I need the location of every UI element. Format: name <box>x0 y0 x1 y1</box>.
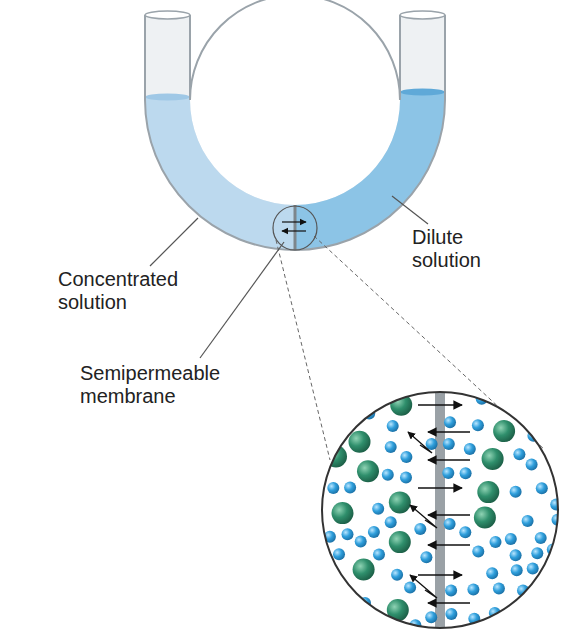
bounce-arrow <box>410 575 437 598</box>
water-molecule <box>536 482 548 494</box>
water-molecule <box>342 528 354 540</box>
water-molecule <box>414 523 426 535</box>
solute-molecule <box>389 531 411 553</box>
water-molecule <box>445 584 457 596</box>
water-molecule <box>550 499 562 511</box>
zoom-line <box>276 240 330 460</box>
tube-wall <box>190 0 400 100</box>
water-molecule <box>472 546 484 558</box>
water-molecule <box>444 518 456 530</box>
water-molecule <box>531 547 543 559</box>
water-molecule <box>472 419 484 431</box>
water-molecule <box>404 582 416 594</box>
water-molecule <box>426 438 438 450</box>
solute-molecule <box>474 507 496 529</box>
meniscus <box>145 94 190 101</box>
water-molecule <box>493 583 505 595</box>
water-molecule <box>445 608 457 620</box>
water-molecule <box>527 563 539 575</box>
water-molecule <box>333 548 345 560</box>
water-molecule <box>510 549 522 561</box>
molecules <box>324 380 564 639</box>
solute-molecule <box>493 420 515 442</box>
flow-arrow <box>418 404 462 406</box>
leader-line <box>150 218 198 266</box>
water-molecule <box>490 536 502 548</box>
solute-molecule <box>353 559 375 581</box>
water-molecule <box>400 472 412 484</box>
magnified-border <box>322 392 558 628</box>
bounce-arrow <box>410 505 437 528</box>
water-molecule <box>355 536 367 548</box>
solute-molecule <box>477 481 499 503</box>
meniscus <box>400 89 445 96</box>
water-molecule <box>442 467 454 479</box>
membrane-wall <box>435 380 445 639</box>
water-molecule <box>444 416 456 428</box>
solute-molecule <box>389 491 411 513</box>
membrane <box>294 205 297 250</box>
water-molecule <box>344 482 356 494</box>
solute-molecule <box>325 446 347 468</box>
flow-arrow <box>428 459 470 461</box>
water-molecule <box>373 549 385 561</box>
water-molecule <box>467 583 479 595</box>
part-label: Dilute solution <box>412 226 532 272</box>
water-molecule <box>425 611 437 623</box>
flow-arrow <box>282 221 306 222</box>
water-molecule <box>522 515 534 527</box>
bounce-arrow <box>408 432 432 453</box>
flow-arrow <box>428 431 470 433</box>
water-molecule <box>400 451 412 463</box>
solute-molecule <box>332 502 354 524</box>
tube-opening <box>400 11 445 19</box>
water-molecule <box>526 459 538 471</box>
water-molecule <box>385 516 397 528</box>
water-molecule <box>372 503 384 515</box>
water-molecule <box>382 469 394 481</box>
flow-arrow <box>418 487 462 489</box>
solute-molecule <box>357 460 379 482</box>
water-molecule <box>513 448 525 460</box>
water-molecule <box>391 569 403 581</box>
water-molecule <box>535 532 547 544</box>
water-molecule <box>459 526 471 538</box>
flow-arrow <box>428 514 470 516</box>
water-molecule <box>385 441 397 453</box>
zoom-circle <box>273 206 317 250</box>
flow-arrow <box>428 602 470 604</box>
water-molecule <box>420 551 432 563</box>
water-molecule <box>505 533 517 545</box>
water-molecule <box>327 482 339 494</box>
solute-molecule <box>349 431 371 453</box>
water-molecule <box>510 486 522 498</box>
tube-opening <box>145 11 190 19</box>
part-label: Semipermeable membrane <box>80 362 230 408</box>
water-molecule <box>464 443 476 455</box>
part-label: Concentrated solution <box>58 268 218 314</box>
water-molecule <box>368 526 380 538</box>
flow-arrow <box>428 544 470 546</box>
water-molecule <box>443 438 455 450</box>
solute-molecule <box>482 448 504 470</box>
water-molecule <box>460 467 472 479</box>
water-molecule <box>387 420 399 432</box>
leader-line <box>392 196 428 224</box>
water-molecule <box>511 564 523 576</box>
leader-line <box>200 242 284 358</box>
flow-arrow <box>418 574 462 576</box>
flow-arrow <box>282 230 306 231</box>
water-molecule <box>486 567 498 579</box>
